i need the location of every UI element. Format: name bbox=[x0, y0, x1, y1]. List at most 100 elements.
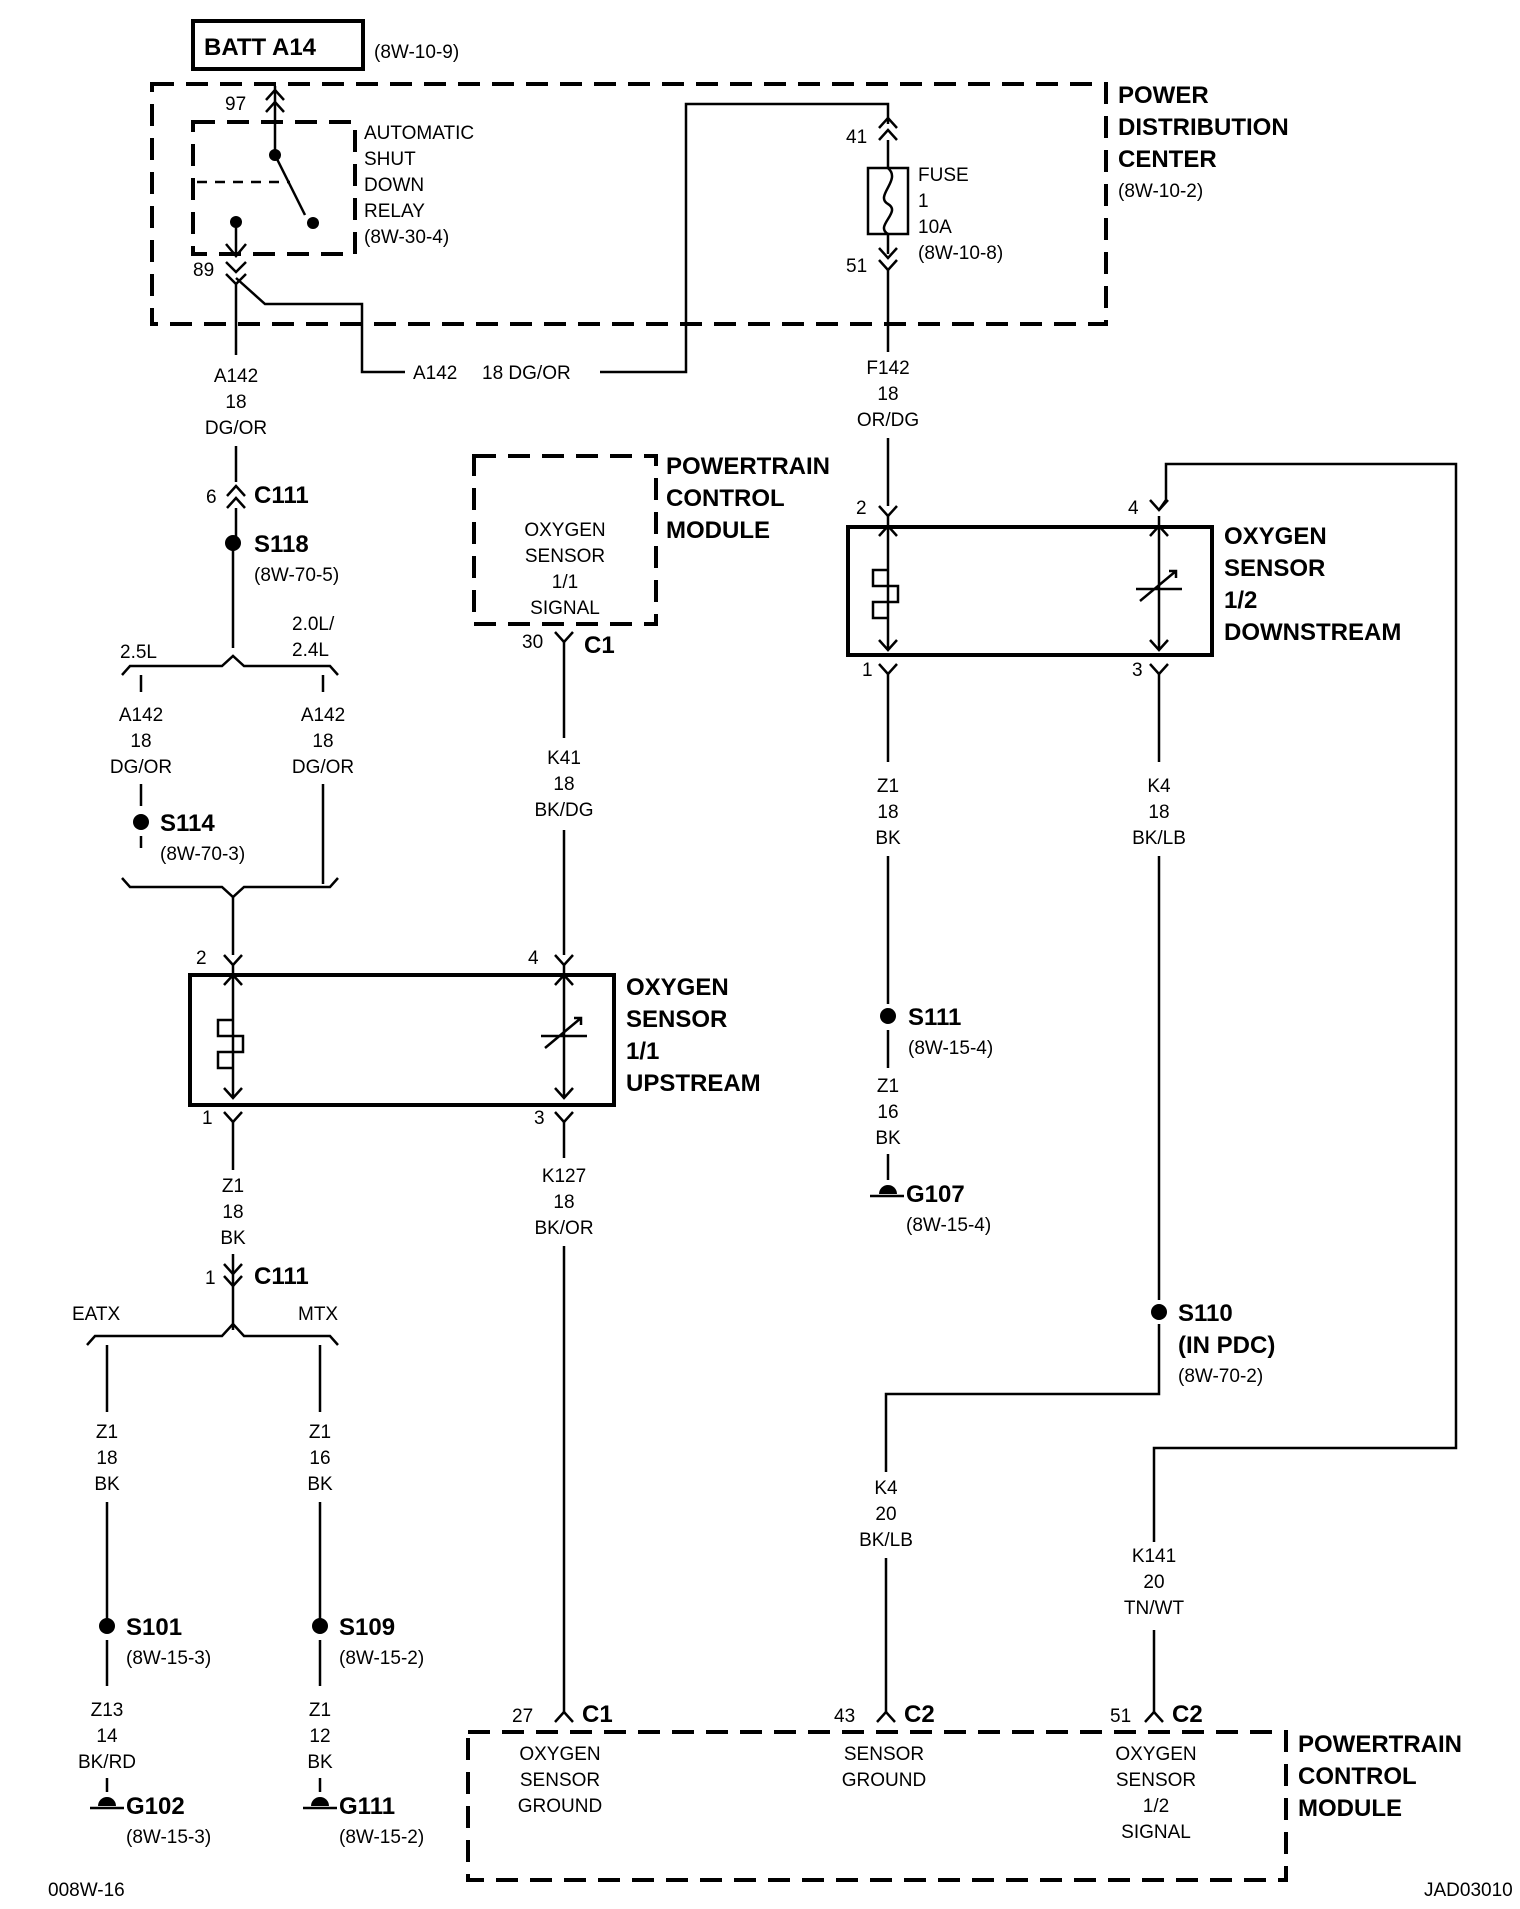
z1-g107-3: BK bbox=[875, 1128, 901, 1149]
a142-horiz-1: A142 bbox=[413, 363, 457, 384]
g111-symbol bbox=[311, 1797, 329, 1806]
pcm-c2-51-2: SENSOR bbox=[1116, 1770, 1196, 1791]
o2down-heater-element bbox=[871, 568, 900, 620]
z1-g107-1: Z1 bbox=[877, 1076, 899, 1097]
cavity-97-symbol bbox=[265, 88, 285, 113]
a142-pdc-3: DG/OR bbox=[205, 418, 267, 439]
o2down-pin2: 2 bbox=[856, 498, 867, 519]
o2up-heater-element bbox=[216, 1018, 245, 1070]
k141-1: K141 bbox=[1132, 1546, 1176, 1567]
s110-sub: (IN PDC) bbox=[1178, 1332, 1275, 1359]
wire-k141 bbox=[1152, 462, 1458, 1712]
pcm-top-c1-symbol bbox=[554, 631, 574, 644]
a142-20l-2: 18 bbox=[312, 731, 333, 752]
o2up-title-2: SENSOR bbox=[626, 1006, 727, 1033]
o2down-title-1: OXYGEN bbox=[1224, 523, 1327, 550]
z1-g107-2: 16 bbox=[877, 1102, 898, 1123]
cav-51: 51 bbox=[846, 256, 867, 277]
o2down-pin3-symbol bbox=[1149, 663, 1169, 676]
o2down-variable-resistor bbox=[1136, 569, 1182, 602]
k4-20-1: K4 bbox=[874, 1478, 898, 1499]
s114-name: S114 bbox=[160, 810, 215, 837]
pcm-top-title-1: POWERTRAIN bbox=[666, 453, 830, 480]
pcm-c2-51-symbol bbox=[1144, 1710, 1164, 1723]
z1-g111-3: BK bbox=[307, 1752, 333, 1773]
s101-name: S101 bbox=[126, 1614, 182, 1641]
s118-ref: (8W-70-5) bbox=[254, 565, 339, 586]
pcm-c2-43-cav: 43 bbox=[834, 1706, 855, 1727]
c111-bot-name: C111 bbox=[254, 1263, 309, 1290]
pdc-box bbox=[150, 82, 1108, 326]
o2up-title-3: 1/1 bbox=[626, 1038, 659, 1065]
o2down-pin1: 1 bbox=[862, 660, 873, 681]
fuse-4: (8W-10-8) bbox=[918, 243, 1003, 264]
a142-20l-3: DG/OR bbox=[292, 757, 354, 778]
z1-eatx-2: 18 bbox=[96, 1448, 117, 1469]
branch-20l-2: 2.4L bbox=[292, 640, 329, 661]
o2up-pin4-symbol bbox=[554, 954, 574, 967]
o2up-pin4: 4 bbox=[528, 948, 539, 969]
z13-3: BK/RD bbox=[78, 1752, 136, 1773]
s118-name: S118 bbox=[254, 531, 309, 558]
z1-down-2: 18 bbox=[877, 802, 898, 823]
pcm-top-title-3: MODULE bbox=[666, 517, 770, 544]
g107-ref: (8W-15-4) bbox=[906, 1215, 991, 1236]
branch-bracket-top bbox=[121, 654, 339, 676]
g111-ref: (8W-15-2) bbox=[339, 1827, 424, 1848]
pcm-c1-27-cav: 27 bbox=[512, 1706, 533, 1727]
s111-dot bbox=[880, 1008, 896, 1024]
a142-horiz-2: 18 DG/OR bbox=[482, 363, 571, 384]
k41-3: BK/DG bbox=[534, 800, 593, 821]
k141-3: TN/WT bbox=[1124, 1598, 1185, 1619]
s111-ref: (8W-15-4) bbox=[908, 1038, 993, 1059]
pcm-c2-51-name: C2 bbox=[1172, 1701, 1203, 1728]
cav-97: 97 bbox=[225, 94, 246, 115]
pcm-c1-27-name: C1 bbox=[582, 1701, 613, 1728]
z1-g111-2: 12 bbox=[309, 1726, 330, 1747]
batt-label: BATT A14 bbox=[204, 34, 317, 61]
asd-3: DOWN bbox=[364, 175, 424, 196]
pcm-top-box bbox=[472, 454, 658, 626]
branch-eatx: EATX bbox=[72, 1304, 121, 1325]
g102-name: G102 bbox=[126, 1793, 185, 1820]
pcm-c2-43-name: C2 bbox=[904, 1701, 935, 1728]
s111-name: S111 bbox=[908, 1004, 961, 1031]
wire-s110-to-k4-20 bbox=[884, 1324, 1161, 1472]
cav-89: 89 bbox=[193, 260, 214, 281]
branch-eatx-mtx bbox=[86, 1322, 339, 1346]
cavity-89-symbol bbox=[225, 261, 247, 286]
z1-eatx-1: Z1 bbox=[96, 1422, 118, 1443]
o2down-heater-line bbox=[878, 516, 898, 652]
pcm-top-3: 1/1 bbox=[552, 572, 578, 593]
s110-name: S110 bbox=[1178, 1300, 1233, 1327]
pcm-c2-43-symbol bbox=[876, 1710, 896, 1723]
pdc-ref: (8W-10-2) bbox=[1118, 181, 1203, 202]
fuse-body bbox=[866, 166, 910, 236]
footer-left: 008W-16 bbox=[48, 1880, 125, 1901]
pcm-c2-51-1: OXYGEN bbox=[1115, 1744, 1196, 1765]
pcm-bot-title-1: POWERTRAIN bbox=[1298, 1731, 1462, 1758]
a142-25l-1: A142 bbox=[119, 705, 163, 726]
a142-pdc-1: A142 bbox=[214, 366, 258, 387]
k4-18-3: BK/LB bbox=[1132, 828, 1186, 849]
k4-18-2: 18 bbox=[1148, 802, 1169, 823]
o2up-pin3: 3 bbox=[534, 1108, 545, 1129]
s109-dot bbox=[312, 1618, 328, 1634]
o2down-sensor-line bbox=[1149, 516, 1169, 652]
a142-25l-3: DG/OR bbox=[110, 757, 172, 778]
k127-3: BK/OR bbox=[534, 1218, 593, 1239]
o2down-pin2-symbol bbox=[878, 505, 898, 518]
branch-bracket-merge bbox=[121, 877, 339, 899]
z1-mtx-2: 16 bbox=[309, 1448, 330, 1469]
o2-downstream-box bbox=[846, 525, 1214, 657]
pdc-title-3: CENTER bbox=[1118, 146, 1217, 173]
c111-top-symbol bbox=[226, 484, 246, 509]
o2up-variable-resistor bbox=[541, 1016, 587, 1049]
o2up-title-1: OXYGEN bbox=[626, 974, 729, 1001]
o2down-pin1-symbol bbox=[878, 663, 898, 676]
pcm-c2-51-cav: 51 bbox=[1110, 1706, 1131, 1727]
g102-ref: (8W-15-3) bbox=[126, 1827, 211, 1848]
relay-contact bbox=[307, 217, 319, 229]
s109-ref: (8W-15-2) bbox=[339, 1648, 424, 1669]
pcm-c2-43-2: GROUND bbox=[842, 1770, 926, 1791]
